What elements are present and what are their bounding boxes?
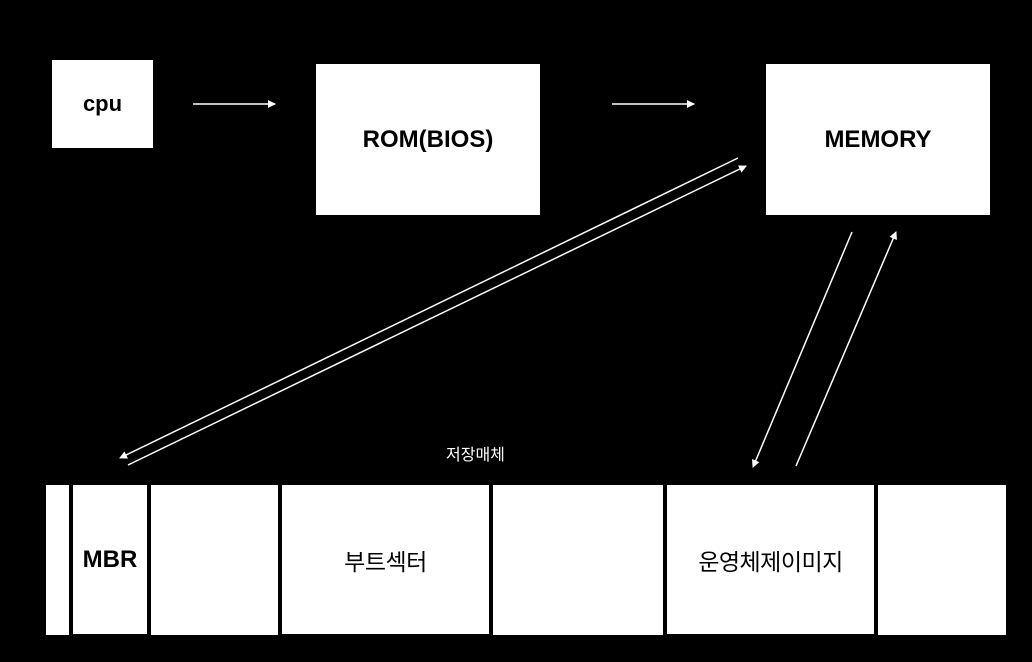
arrow-memory-to-mbr (119, 157, 739, 459)
storage-cell-mbr-label: MBR (82, 545, 138, 573)
arrow-memory-to-os-image (752, 231, 853, 468)
storage-cell-os-image: 운영체제이미지 (667, 485, 874, 634)
storage-cell-os-image-label: 운영체제이미지 (698, 549, 843, 576)
storage-cell-boot-sector: 부트섹터 (282, 485, 489, 634)
storage-label: 저장매체 (446, 445, 505, 464)
cpu-label: cpu (82, 91, 123, 116)
storage-cell-boot-sector-label: 부트섹터 (344, 549, 427, 576)
arrow-mbr-to-memory (127, 165, 747, 466)
rom-bios-box: ROM(BIOS) (316, 64, 540, 215)
arrow-os-image-to-memory (795, 231, 897, 467)
storage-cell-mbr: MBR (73, 485, 147, 634)
storage-cell-4 (493, 485, 663, 635)
memory-label: MEMORY (824, 125, 932, 153)
storage-cell-0 (46, 485, 69, 635)
cpu-box: cpu (52, 60, 153, 148)
storage-cell-2 (151, 485, 278, 635)
rom-bios-label: ROM(BIOS) (362, 125, 494, 153)
memory-box: MEMORY (766, 64, 990, 215)
storage-cell-6 (878, 485, 1006, 635)
